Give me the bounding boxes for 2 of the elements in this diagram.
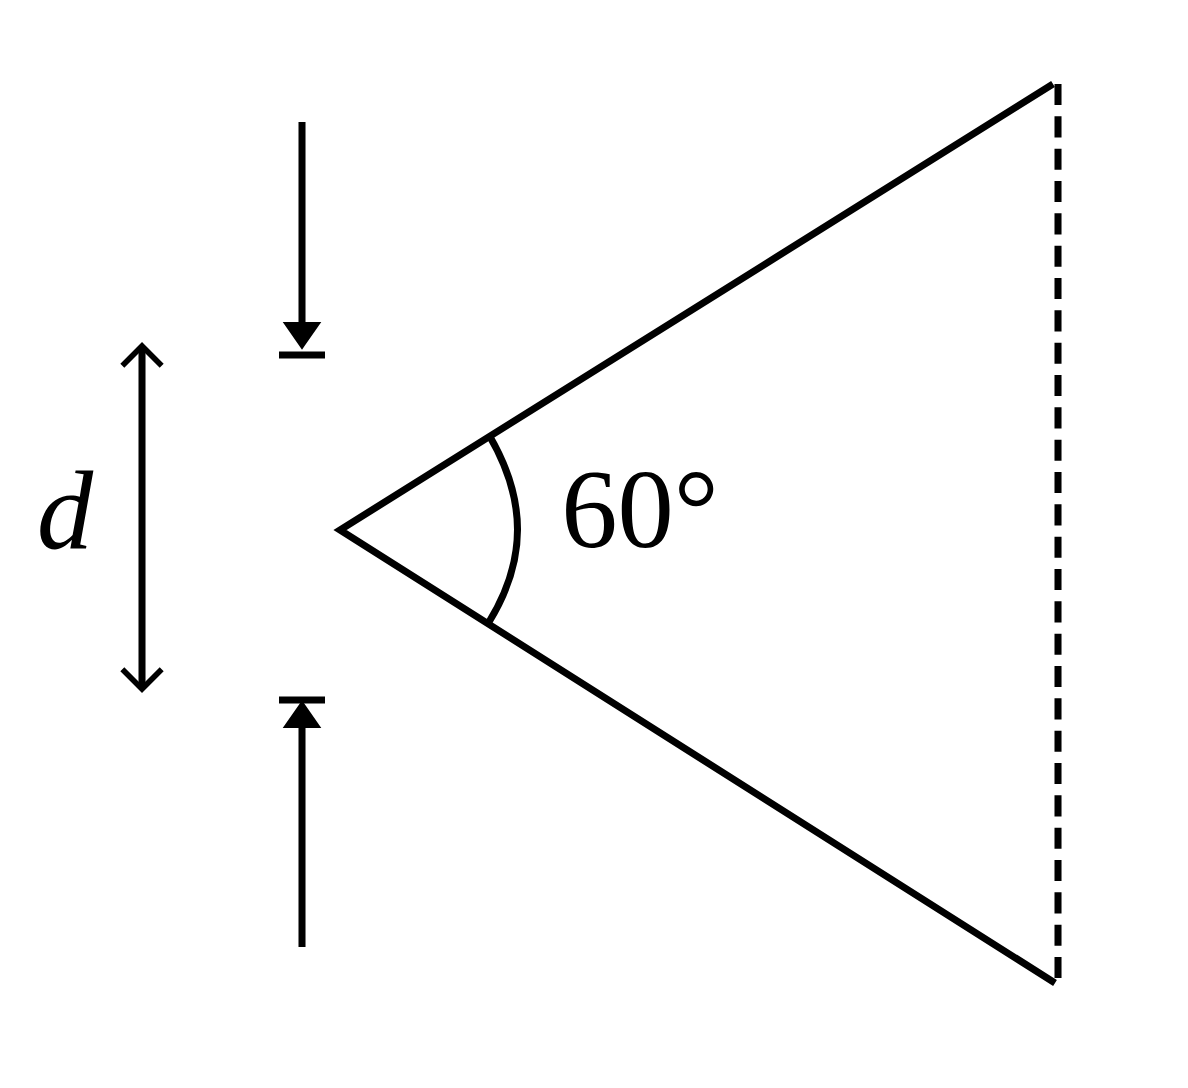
angle-label: 60° — [566, 472, 714, 548]
variable-label: d — [40, 470, 94, 550]
